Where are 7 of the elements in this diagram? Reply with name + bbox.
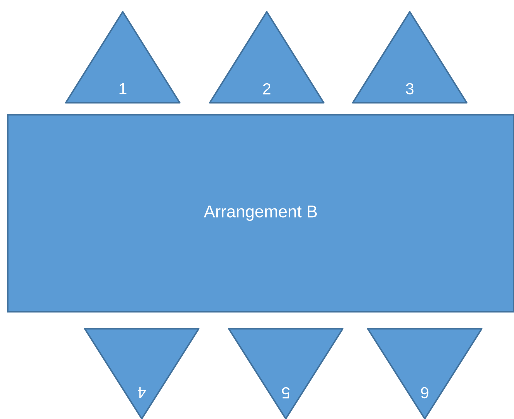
triangle: 4 — [84, 328, 200, 419]
triangle: 5 — [228, 328, 344, 419]
rectangle-box: Arrangement B — [7, 114, 514, 313]
triangle: 1 — [65, 11, 181, 104]
triangle: 3 — [352, 11, 468, 104]
triangle: 6 — [367, 328, 483, 419]
triangle: 2 — [209, 11, 325, 104]
